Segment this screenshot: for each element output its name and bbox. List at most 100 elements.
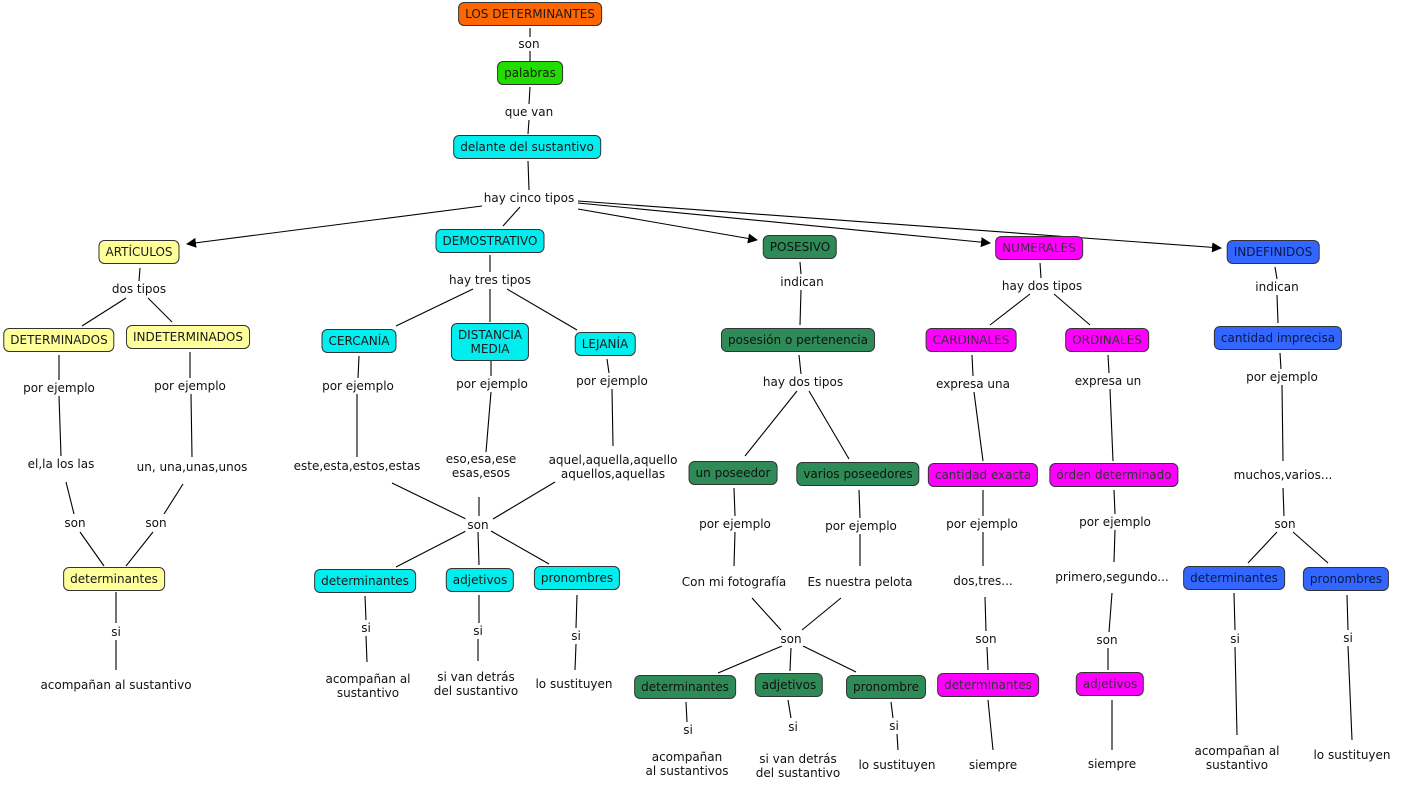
concept-cardinales[interactable]: CARDINALES xyxy=(925,328,1017,352)
connector-line xyxy=(79,531,105,567)
link-label: por ejemplo xyxy=(320,379,396,393)
connector-line xyxy=(858,489,861,519)
text-line: acompañan al xyxy=(325,672,411,686)
connector-line xyxy=(744,390,798,457)
connector-line xyxy=(1247,531,1278,564)
concept-adjetivos[interactable]: adjetivos xyxy=(754,673,824,697)
link-label: que van xyxy=(502,105,556,119)
text-line: si van detrás xyxy=(437,670,515,684)
connector-line xyxy=(1107,354,1110,374)
example-text: un, una,unas,unos xyxy=(134,460,250,474)
concept-determinantes[interactable]: determinantes xyxy=(634,675,736,699)
link-label: si xyxy=(1341,631,1355,645)
concept-delante[interactable]: delante del sustantivo xyxy=(453,135,601,159)
concept-palabras[interactable]: palabras xyxy=(497,61,563,85)
connector-line xyxy=(1108,592,1113,633)
connector-line xyxy=(798,354,802,375)
concept-cercania[interactable]: CERCANÍA xyxy=(321,329,397,353)
concept-ordinales[interactable]: ORDINALES xyxy=(1065,328,1149,352)
concept-determinados[interactable]: DETERMINADOS xyxy=(3,328,115,352)
connector-line xyxy=(733,531,736,567)
example-text: dos,tres... xyxy=(951,574,1015,588)
link-label: hay dos tipos xyxy=(760,375,846,389)
concept-varios-poseedores[interactable]: varios poseedores xyxy=(796,462,920,486)
connector-line xyxy=(485,391,492,453)
text-line: acompañan al xyxy=(1194,744,1280,758)
link-label: indican xyxy=(778,275,826,289)
link-label: son xyxy=(465,518,491,532)
connector-line xyxy=(1347,645,1353,741)
link-label: hay tres tipos xyxy=(447,273,533,287)
text-line: del sustantivo xyxy=(755,766,841,780)
connector-line xyxy=(395,288,474,327)
result-text: acompañan al sustantivos xyxy=(643,750,731,778)
concept-determinantes[interactable]: determinantes xyxy=(314,569,416,593)
connector-line xyxy=(163,483,184,515)
link-label: son xyxy=(1272,517,1298,531)
connector-line xyxy=(890,701,894,719)
concept-pronombres[interactable]: pronombres xyxy=(1302,567,1390,591)
connector-line xyxy=(364,595,367,621)
concept-demostrativo[interactable]: DEMOSTRATIVO xyxy=(435,229,545,253)
connector-line xyxy=(81,297,127,327)
concept-indeterminados[interactable]: INDETERMINADOS xyxy=(126,325,250,349)
connector-line xyxy=(1233,592,1236,631)
link-label: por ejemplo xyxy=(1244,370,1320,384)
result-text: siempre xyxy=(1085,757,1139,771)
connector-line xyxy=(1281,384,1284,462)
connector-line xyxy=(971,354,974,377)
text-line: sustantivo xyxy=(336,686,400,700)
concept-lejania[interactable]: LEJANÍA xyxy=(574,332,636,356)
concept-determinantes[interactable]: determinantes xyxy=(1183,566,1285,590)
link-label: si xyxy=(1228,632,1242,646)
result-text: acompañan al sustantivo xyxy=(1192,744,1282,772)
concept-pronombres[interactable]: pronombres xyxy=(533,566,621,590)
connector-line xyxy=(357,355,360,379)
connector-line xyxy=(611,388,614,447)
connector-line xyxy=(1109,388,1114,462)
connector-line xyxy=(789,647,792,672)
example-text: Es nuestra pelota xyxy=(805,575,915,589)
connector-line xyxy=(527,119,530,135)
concept-posesivo[interactable]: POSESIVO xyxy=(762,235,838,259)
text-line: aquel,aquella,aquello xyxy=(548,453,678,467)
result-text: lo sustituyen xyxy=(533,677,615,691)
link-label: si xyxy=(471,624,485,638)
link-label: por ejemplo xyxy=(454,377,530,391)
link-label: si xyxy=(786,720,800,734)
result-text: lo sustituyen xyxy=(856,758,938,772)
connector-line xyxy=(1234,646,1238,736)
connector-line xyxy=(987,699,994,751)
example-text: aquel,aquella,aquello aquellos,aquellas xyxy=(546,453,680,481)
link-label: indican xyxy=(1253,280,1301,294)
concept-cantidad-imprecisa[interactable]: cantidad imprecisa xyxy=(1213,326,1343,350)
concept-pronombre[interactable]: pronombre xyxy=(846,675,926,699)
concept-distancia-media[interactable]: DISTANCIA MEDIA xyxy=(450,323,530,361)
connector-line xyxy=(989,293,1031,326)
concept-posesion[interactable]: posesión o pertenencia xyxy=(721,328,875,352)
result-text: lo sustituyen xyxy=(1311,748,1393,762)
link-label: por ejemplo xyxy=(574,374,650,388)
text-line: si van detrás xyxy=(759,752,837,766)
concept-determinantes[interactable]: determinantes xyxy=(63,567,165,591)
concept-orden-determinado[interactable]: órden determinado xyxy=(1049,463,1179,487)
concept-articulos[interactable]: ARTÍCULOS xyxy=(98,240,180,264)
concept-root[interactable]: LOS DETERMINANTES xyxy=(458,2,602,26)
connector-line xyxy=(395,530,467,568)
link-label: dos tipos xyxy=(109,282,169,296)
concept-numerales[interactable]: NUMERALES xyxy=(995,236,1083,260)
connector-line xyxy=(490,530,550,565)
concept-indefinidos[interactable]: INDEFINIDOS xyxy=(1226,240,1320,264)
connector-line xyxy=(502,206,521,227)
concept-determinantes[interactable]: determinantes xyxy=(937,673,1039,697)
link-label: por ejemplo xyxy=(823,519,899,533)
connector-line xyxy=(1039,262,1042,279)
concept-adjetivos[interactable]: adjetivos xyxy=(445,568,515,592)
connector-line xyxy=(787,699,792,719)
concept-un-poseedor[interactable]: un poseedor xyxy=(688,461,778,485)
concept-adjetivos[interactable]: adjetivos xyxy=(1075,672,1145,696)
result-text: si van detrás del sustantivo xyxy=(753,752,843,780)
concept-cantidad-exacta[interactable]: cantidad exacta xyxy=(927,463,1039,487)
text-line: sustantivo xyxy=(1205,758,1269,772)
